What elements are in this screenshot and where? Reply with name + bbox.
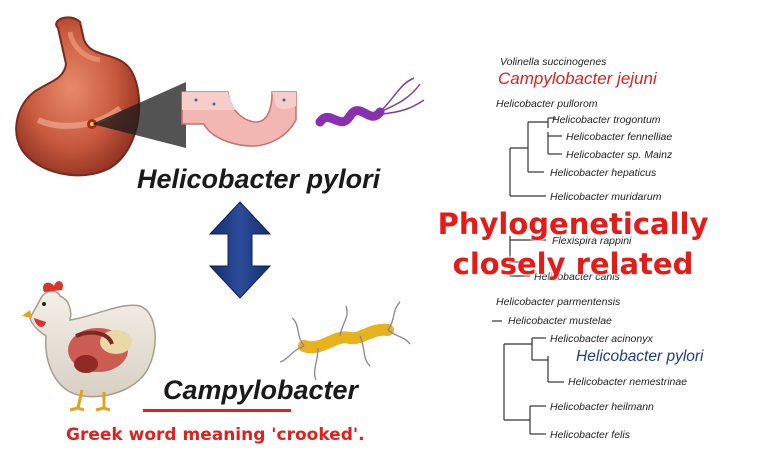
- helicobacter-pylori-label: Helicobacter pylori: [137, 164, 381, 194]
- greek-meaning-label: Greek word meaning 'crooked'.: [66, 425, 365, 445]
- tree-label-h-pylori: Helicobacter pylori: [576, 348, 704, 365]
- tree-label-h-parmentensis: Helicobacter parmentensis: [496, 296, 621, 308]
- tree-label-volinella: Volinella succinogenes: [500, 56, 607, 68]
- phylogenetic-tree: [492, 117, 564, 435]
- tree-label-h-fennelliae: Helicobacter fennelliae: [566, 131, 673, 143]
- zoom-wedge: [92, 82, 186, 148]
- tree-label-flexispira-rappini: Flexispira rappini: [552, 235, 632, 247]
- tree-label-h-acinonyx: Helicobacter acinonyx: [550, 333, 653, 345]
- tree-label-h-trogontum: Helicobacter trogontum: [552, 114, 661, 126]
- tree-label-h-muridarum: Helicobacter muridarum: [550, 191, 662, 203]
- campylobacter-underline: [143, 409, 291, 412]
- stomach-illustration: [15, 16, 141, 177]
- tree-label-campylobacter-jejuni: Campylobacter jejuni: [498, 69, 657, 88]
- tree-label-h-sp-mainz: Helicobacter sp. Mainz: [566, 149, 673, 161]
- tree-label-h-felis: Helicobacter felis: [550, 429, 630, 441]
- tree-label-h-canis: Helicobacter canis: [534, 271, 620, 283]
- campylobacter-label: Campylobacter: [163, 375, 359, 405]
- phylogenetically-related-statement: Phylogenetically closely related: [418, 204, 728, 284]
- mucosa-section-illustration: [181, 91, 297, 147]
- phylo-line-1: Phylogenetically: [437, 207, 709, 241]
- double-arrow-icon: [208, 201, 272, 299]
- campylobacter-bacterium-illustration: [279, 301, 411, 381]
- tree-label-h-hepaticus: Helicobacter hepaticus: [550, 167, 657, 179]
- h-pylori-bacterium-illustration: [315, 77, 425, 127]
- phylo-line-2: closely related: [452, 247, 694, 281]
- tree-label-h-pullorom: Helicobacter pullorom: [496, 98, 598, 110]
- tree-label-h-nemestrinae: Helicobacter nemestrinae: [568, 376, 688, 388]
- chicken-illustration: [22, 281, 156, 412]
- tree-label-h-mustelae: Helicobacter mustelae: [508, 315, 612, 327]
- tree-label-h-heilmann: Helicobacter heilmann: [550, 401, 654, 413]
